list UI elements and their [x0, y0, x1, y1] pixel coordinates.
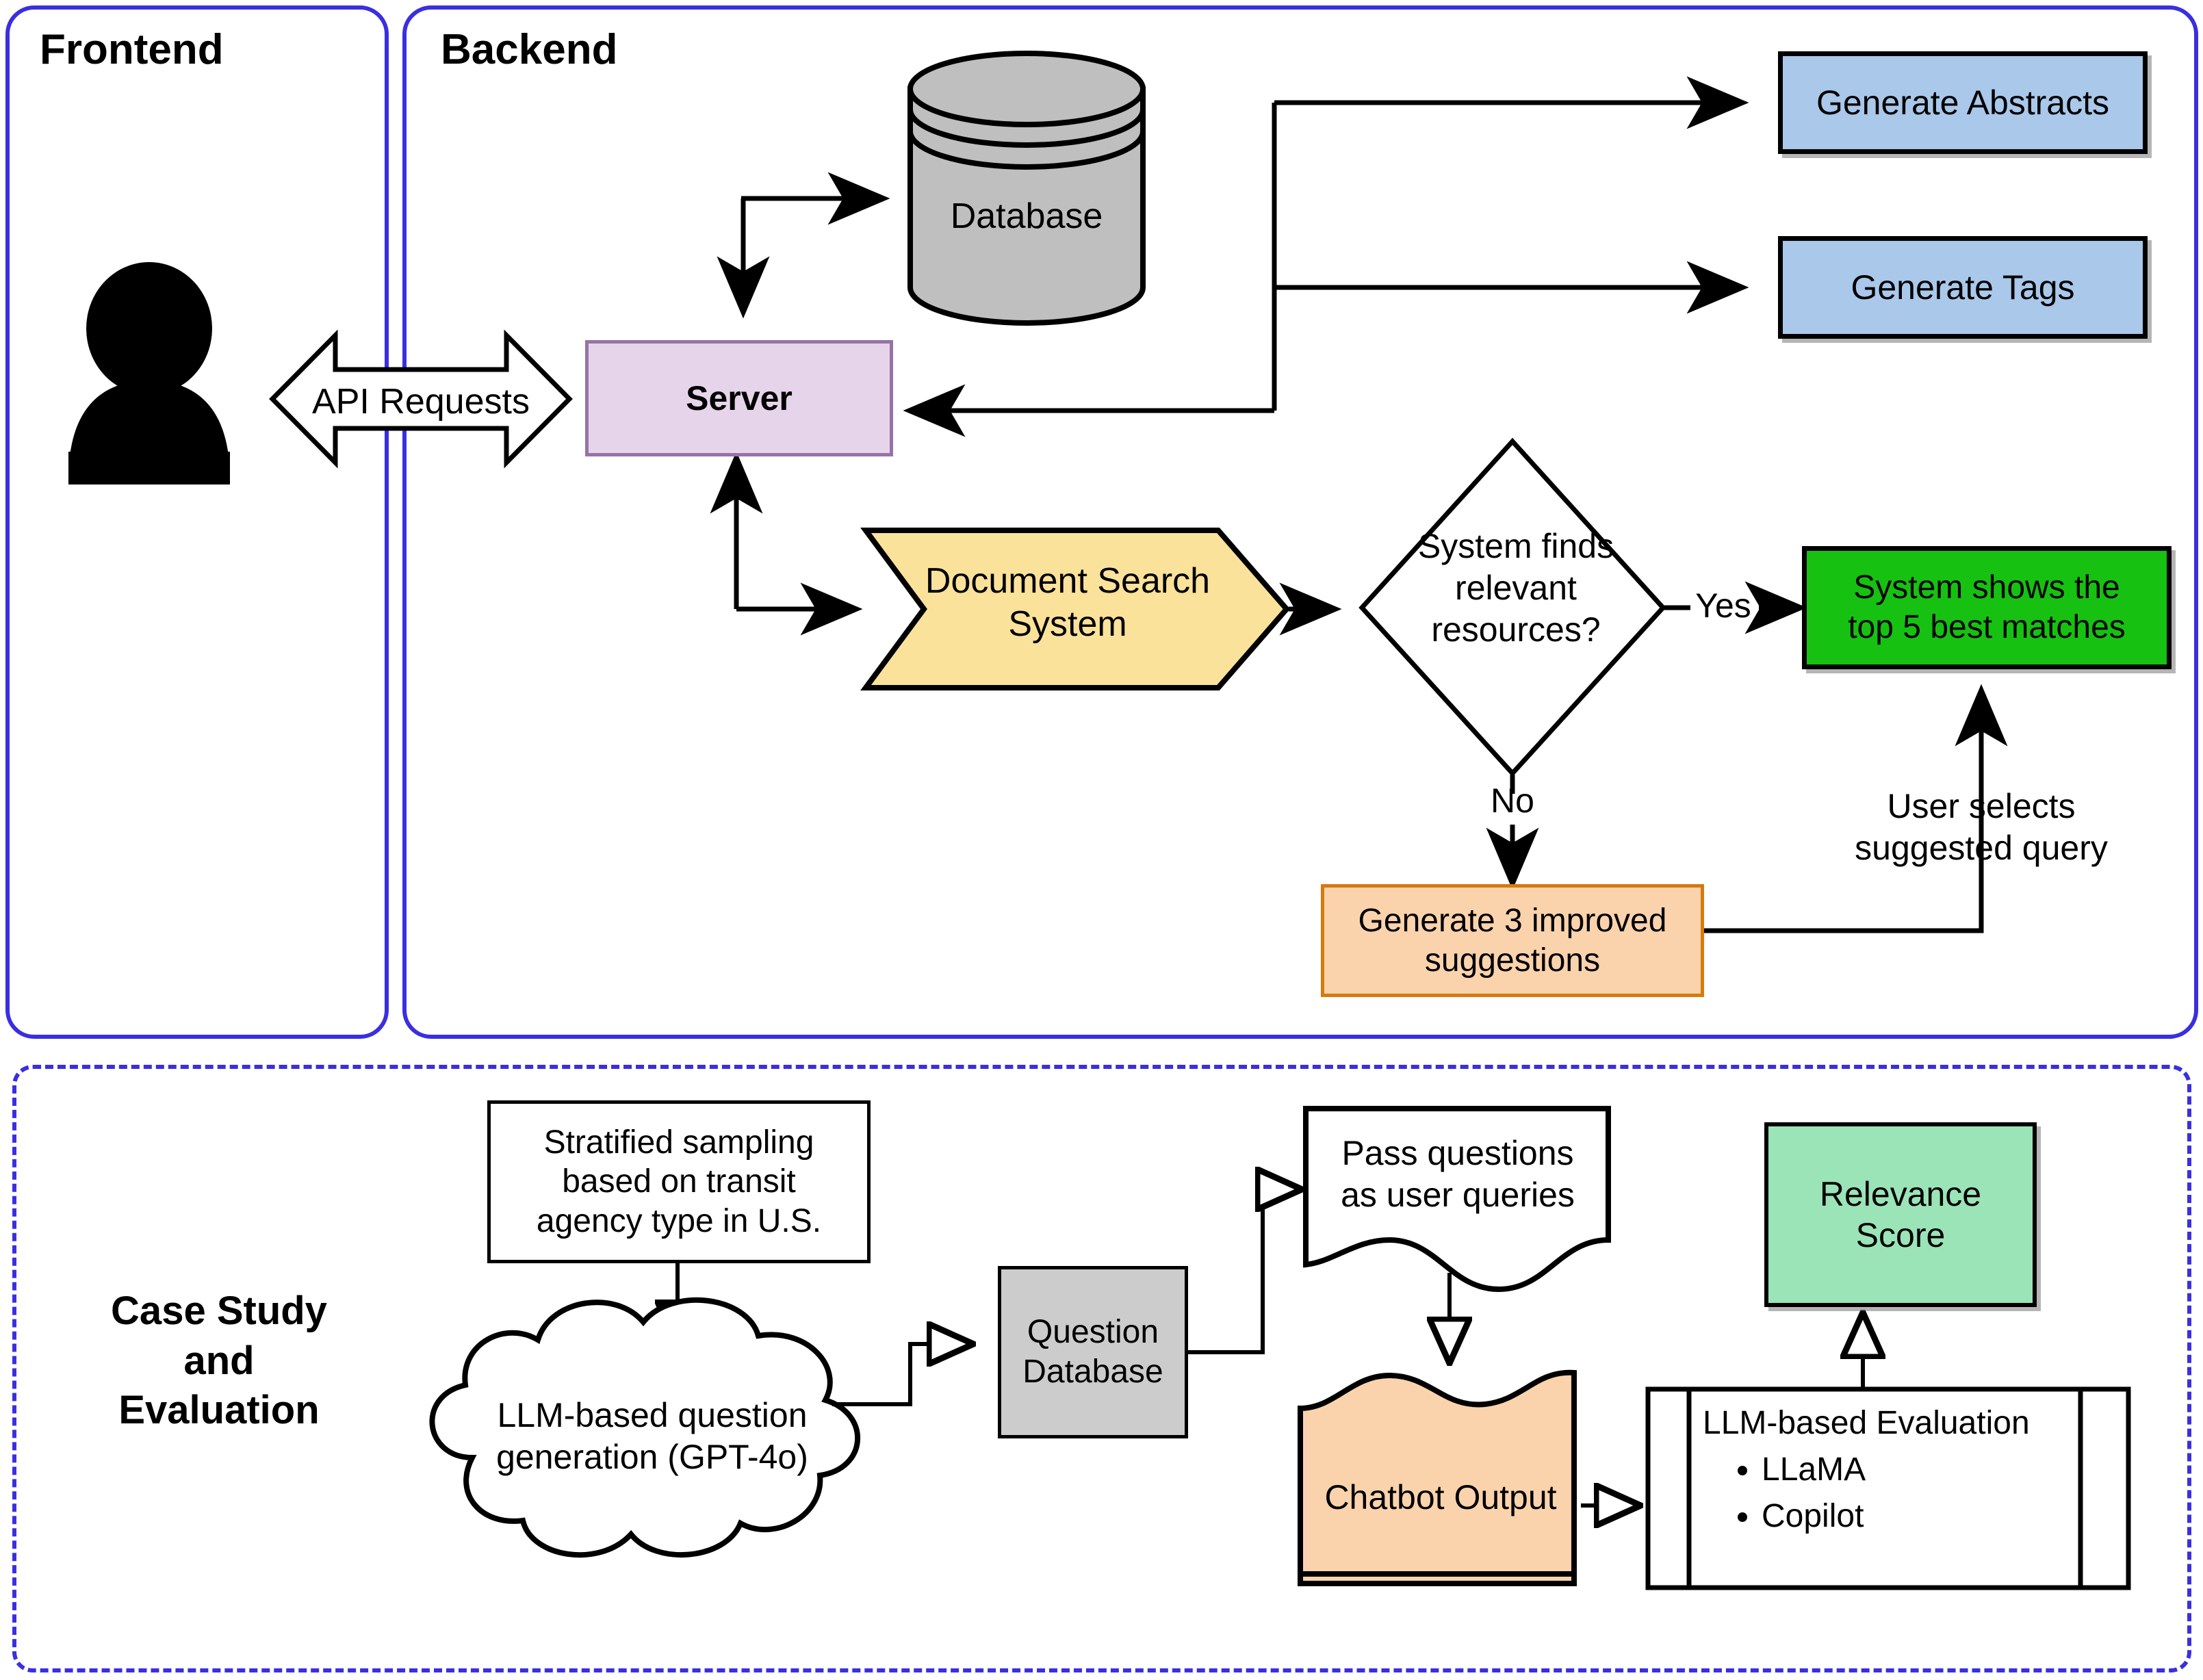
relevance-score-label: Relevance Score: [1819, 1175, 1982, 1254]
pass-questions-label: Pass questions as user queries: [1341, 1134, 1575, 1214]
case-study-panel: [12, 1065, 2191, 1672]
llm-evaluation-item: LLaMA: [1762, 1447, 2078, 1493]
top-matches-box[interactable]: System shows the top 5 best matches: [1802, 546, 2172, 669]
stratified-sampling-box[interactable]: Stratified sampling based on transit age…: [487, 1100, 871, 1263]
backend-panel: [402, 5, 2198, 1039]
question-database-label: Question Database: [1022, 1314, 1163, 1390]
api-requests-label: API Requests: [312, 382, 530, 422]
generate-tags-label: Generate Tags: [1851, 268, 2075, 307]
question-database-box[interactable]: Question Database: [998, 1266, 1188, 1438]
generate-abstracts-box[interactable]: Generate Abstracts: [1778, 51, 2148, 154]
top-matches-label: System shows the top 5 best matches: [1848, 569, 2126, 645]
document-search-system-label: Document Search System: [925, 561, 1211, 645]
llm-question-generation-label: LLM-based question generation (GPT-4o): [496, 1396, 808, 1476]
improved-suggestions-box[interactable]: Generate 3 improved suggestions: [1321, 884, 1704, 997]
improved-suggestions-label: Generate 3 improved suggestions: [1358, 902, 1667, 979]
server-label: Server: [686, 379, 793, 417]
generate-tags-box[interactable]: Generate Tags: [1778, 236, 2148, 339]
frontend-panel-title: Frontend: [40, 26, 224, 73]
llm-evaluation-item: Copilot: [1762, 1493, 2078, 1540]
case-study-panel-title: Case Study and Evaluation: [111, 1289, 327, 1432]
yes-label: Yes: [1695, 586, 1751, 625]
llm-evaluation-list: LLaMA Copilot: [1703, 1447, 2078, 1540]
backend-panel-title: Backend: [441, 26, 618, 73]
stratified-sampling-label: Stratified sampling based on transit age…: [536, 1124, 822, 1239]
relevance-score-box[interactable]: Relevance Score: [1764, 1122, 2037, 1307]
no-label: No: [1491, 781, 1534, 820]
user-selects-label: User selects suggested query: [1855, 787, 2108, 867]
llm-evaluation-content: LLM-based Evaluation LLaMA Copilot: [1703, 1403, 2078, 1540]
chatbot-output-label: Chatbot Output: [1324, 1478, 1557, 1516]
server-box[interactable]: Server: [585, 340, 893, 456]
llm-evaluation-title: LLM-based Evaluation: [1703, 1405, 2030, 1441]
decision-label: System finds relevant resources?: [1417, 527, 1614, 649]
generate-abstracts-label: Generate Abstracts: [1816, 83, 2109, 122]
database-label: Database: [950, 196, 1103, 236]
frontend-panel: [5, 5, 389, 1039]
